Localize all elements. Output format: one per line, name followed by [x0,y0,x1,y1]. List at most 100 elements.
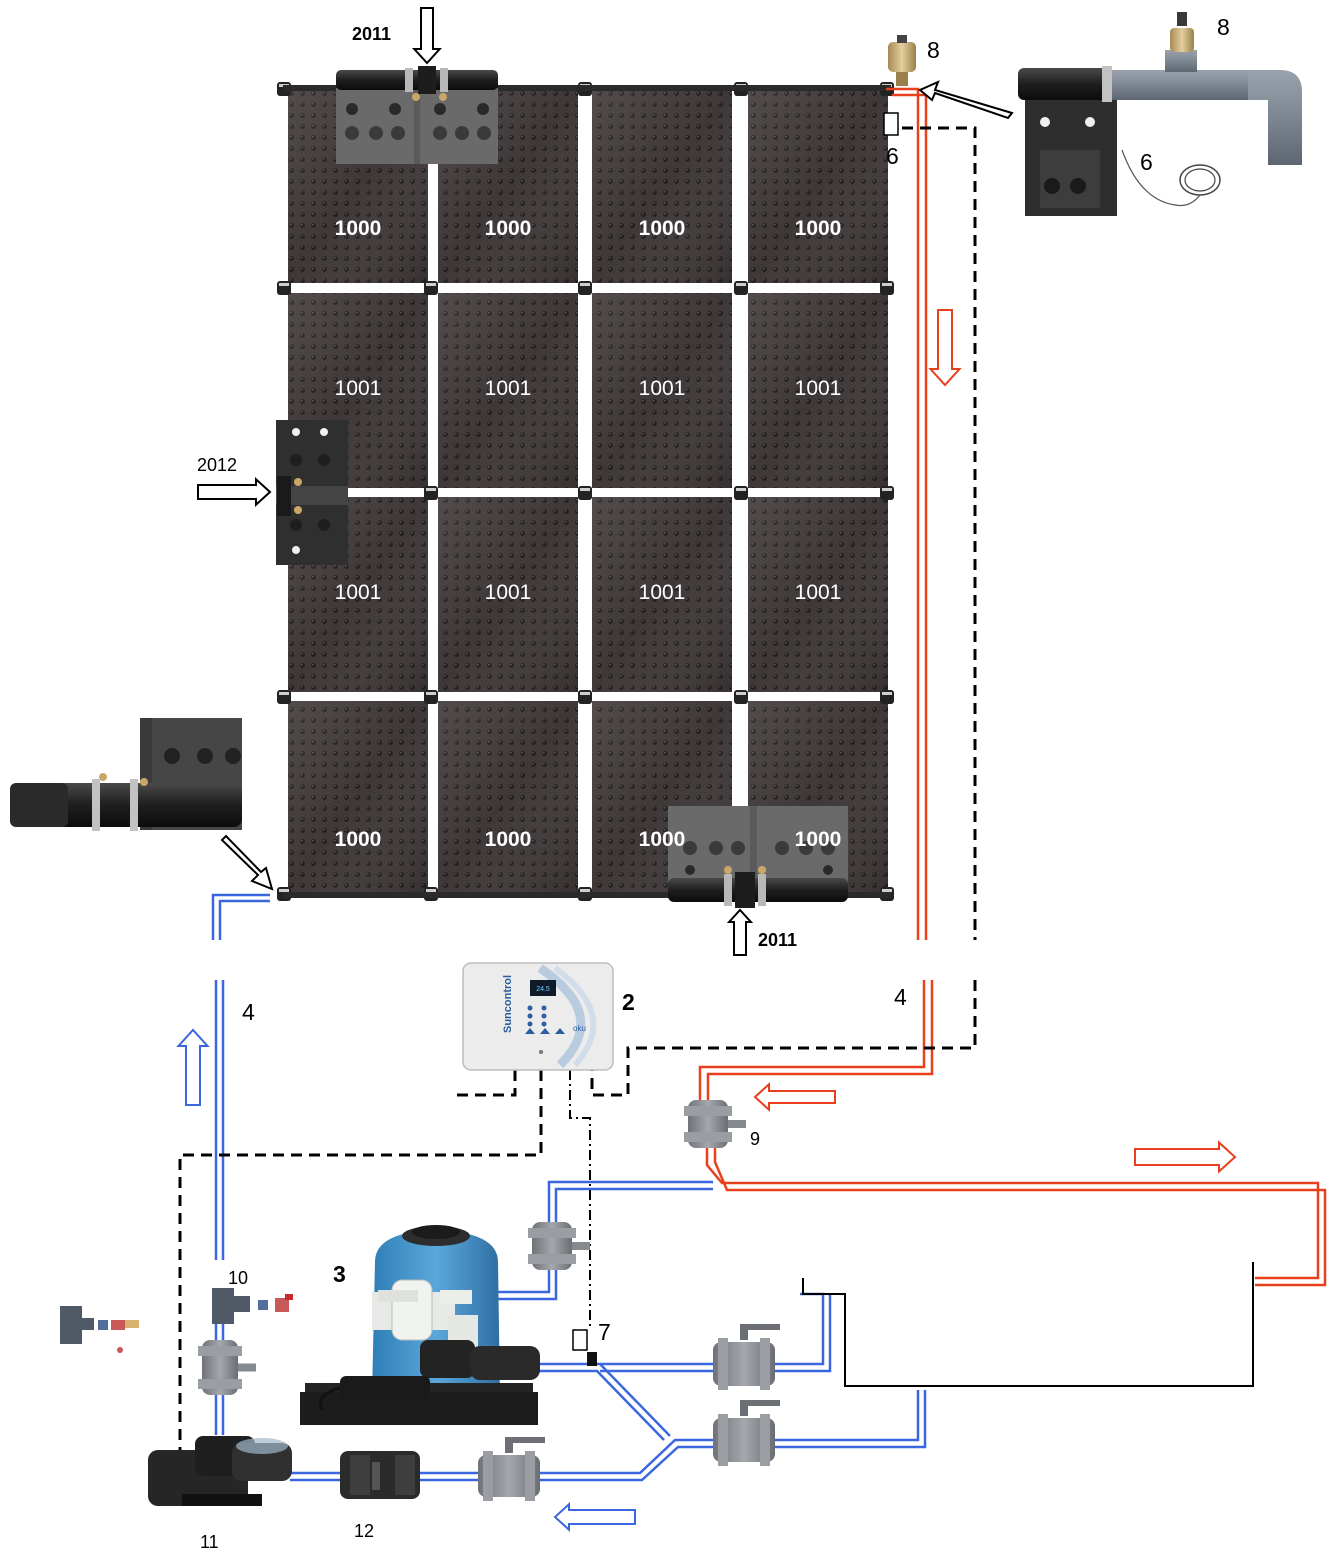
controller-label: 2 [622,989,635,1015]
flow-arrow-icon [1134,1140,1237,1174]
panel-model-label: 1000 [639,217,686,240]
bottom-header-pipe [283,892,891,898]
pump-icon [148,1436,292,1506]
flow-arrow-icon [412,7,442,65]
header-left-label: 2012 [197,455,237,475]
solar-panel-array [277,82,894,901]
panel-clamp [882,692,892,695]
panel-clamp [882,889,892,892]
check-valve-icon [340,1451,420,1499]
panel-clamp [882,283,892,286]
panel-model-label: 1000 [795,828,842,851]
panel-clamp [736,283,746,286]
panel-model-label: 1001 [639,377,686,400]
solar-panel-shade [288,701,428,892]
controller-maker: oku [573,1024,586,1033]
ball-valve-icon [684,1100,746,1148]
panel-model-label: 1000 [335,217,382,240]
sensor-cables [178,126,977,1460]
pool-sensor-icon [572,1329,588,1351]
sensor-top-label: 6 [886,143,899,169]
tee-fitting-side-icon [60,1306,139,1353]
bottom-header-detail [668,806,848,908]
panel-model-label: 1001 [335,581,382,604]
flow-arrows [176,7,1237,1532]
ball-valve-icon [198,1340,256,1395]
panel-model-label: 1001 [639,581,686,604]
pipe-return-label: 4 [894,984,907,1010]
tee-fitting-icon [212,1288,293,1324]
solar-panel-shade [438,293,578,488]
panel-clamp [736,488,746,491]
solar-panel-shade [748,90,888,283]
flow-arrow-icon [928,309,962,387]
panel-clamp [279,692,289,695]
panel-model-label: 1000 [485,217,532,240]
check-valve-label: 12 [354,1521,374,1541]
pipe-supply-label: 4 [242,999,255,1025]
panel-model-label: 1000 [795,217,842,240]
controller-icon: 24.5 Suncontrol oku [462,962,614,1071]
svg-text:24.5: 24.5 [536,986,550,993]
top-header-pipe [283,85,891,91]
solar-panel-shade [592,497,732,692]
sensor-detail-label: 6 [1140,149,1153,175]
panel-clamp [580,889,590,892]
panel-clamp [736,692,746,695]
inlet-connection-detail [10,718,242,831]
hot-return-pipe [698,87,1327,1287]
ball-valve-icon [528,1222,590,1270]
panel-clamp [580,283,590,286]
left-header-detail [276,420,348,565]
panel-clamp [426,692,436,695]
header-bottom-label: 2011 [758,930,797,950]
panel-clamp [426,488,436,491]
top-header-detail [336,66,498,164]
ball-valve-icon [713,1324,780,1390]
pool-outline [802,1262,1254,1387]
panel-model-label: 1001 [335,377,382,400]
outlet-connection-detail [1018,12,1302,216]
solar-panel-shade [438,701,578,892]
pool-sensor-cable [569,1070,591,1330]
flow-arrow-icon [197,477,272,507]
solar-panel-shade [438,497,578,692]
panel-clamp [580,488,590,491]
panel-model-label: 1001 [485,377,532,400]
panel-clamp [882,488,892,491]
flow-arrow-icon [726,908,754,956]
solar-panel-shade [748,497,888,692]
panel-model-label: 1001 [795,377,842,400]
pool-sensor-probe [587,1352,597,1366]
flow-arrow-icon [753,1082,836,1112]
detail-pointer-icon [918,80,1014,120]
sand-filter-icon [300,1225,540,1425]
flow-arrow-icon [176,1028,210,1106]
air-vent-label: 8 [927,37,940,63]
header-top-label: 2011 [352,24,391,44]
panel-model-label: 1000 [335,828,382,851]
detail-pointer-icon [220,834,274,891]
panel-model-label: 1000 [485,828,532,851]
collector-sensor-icon [883,112,899,136]
panel-clamp [279,889,289,892]
air-vent-detail-label: 8 [1217,14,1230,40]
solar-panel-shade [592,293,732,488]
cold-supply-pipe [211,893,927,1482]
ball-valve-icon [713,1400,780,1466]
flow-arrow-icon [553,1502,636,1532]
solar-panel-shade [748,293,888,488]
controller-brand: Suncontrol [502,975,514,1033]
panel-labels: 1000 1000 1000 1000 1001 1001 1001 1001 1001 1001… [335,217,842,851]
panel-clamp [580,692,590,695]
panel-clamp [279,283,289,286]
ball-valve-icon [478,1437,545,1501]
tee-fitting-label: 10 [228,1268,248,1288]
pump-solar-label: 11 [200,1532,219,1552]
filter-label: 3 [333,1261,346,1287]
panel-model-label: 1000 [639,828,686,851]
panel-model-label: 1001 [485,581,532,604]
panel-clamp [426,889,436,892]
